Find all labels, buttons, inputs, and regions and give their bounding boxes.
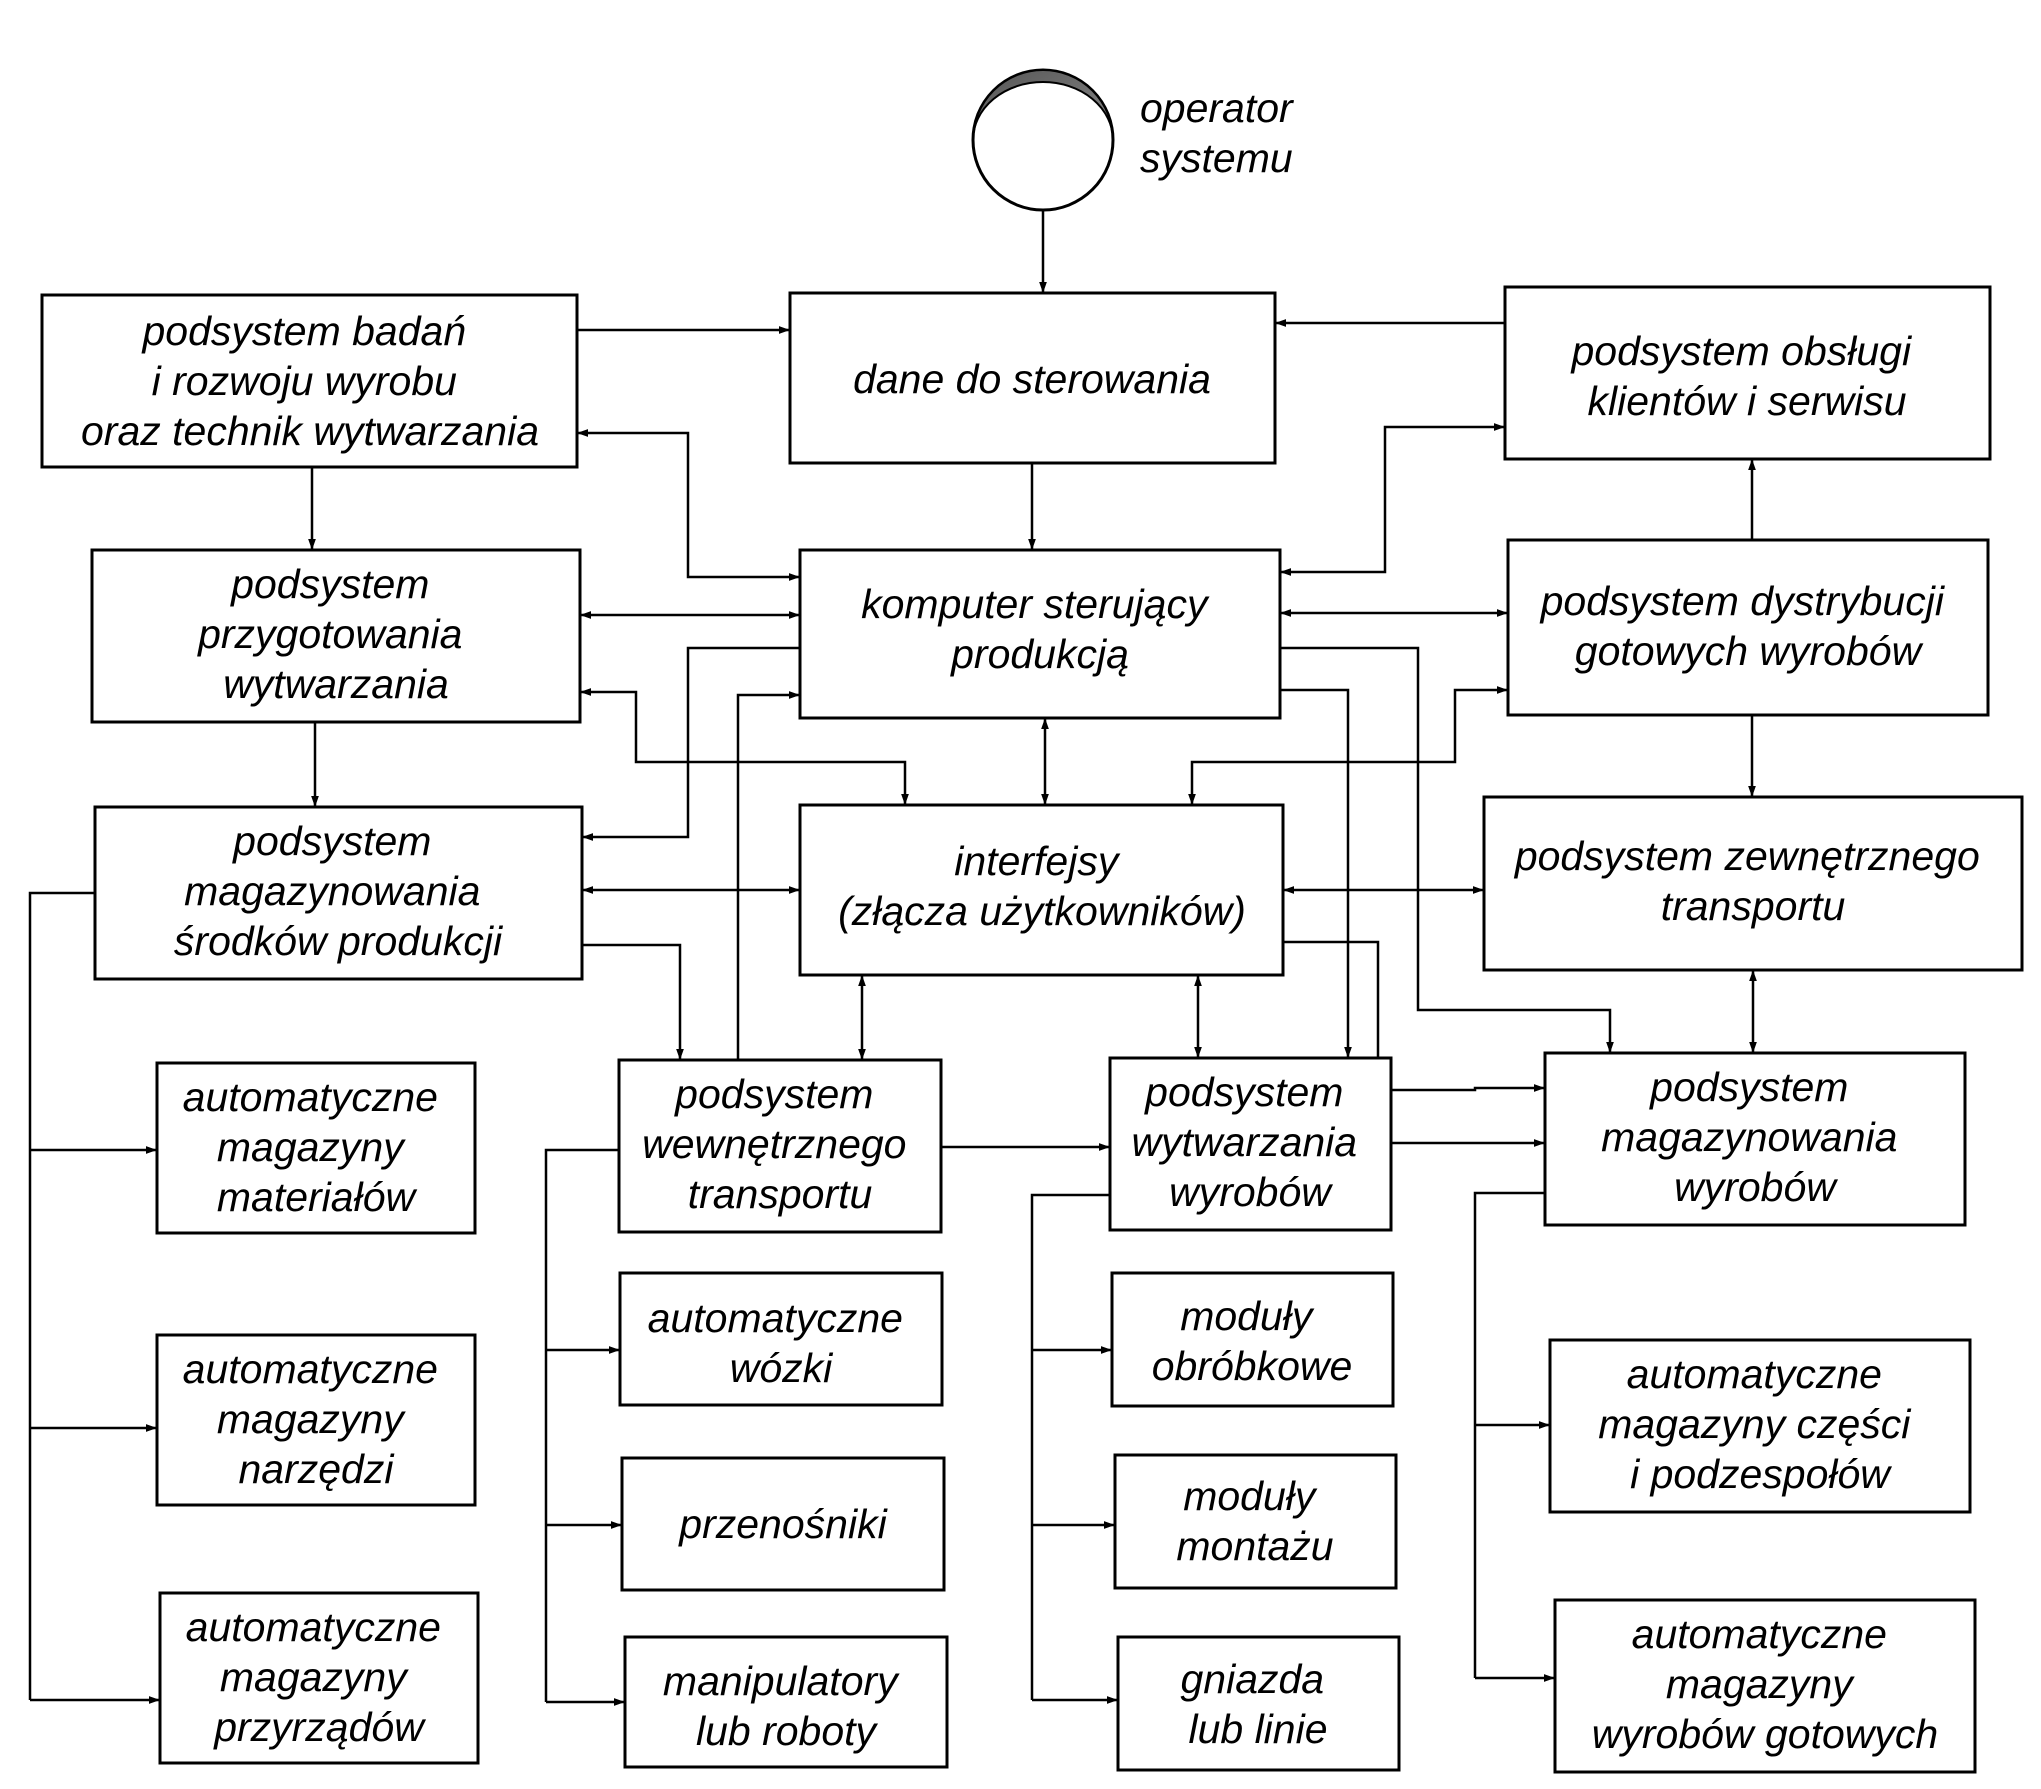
connector-arrow-29: [28, 891, 95, 1700]
box-zewnetrznego-transportu: podsystem zewnętrznego transportu: [1482, 795, 2024, 972]
operator-label: operator systemu: [1140, 85, 1304, 181]
connector-arrow-13: [1188, 686, 1508, 805]
box-badan-label: podsystem badań i rozwoju wyrobu oraz te…: [81, 308, 539, 454]
box-dystrybucji-label: podsystem dystrybucji gotowych wyrobów: [1539, 578, 1956, 674]
box-przygotowania: podsystem przygotowania wytwarzania: [90, 548, 582, 724]
box-wytwarzania-label: podsystem wytwarzania wyrobów: [1132, 1069, 1369, 1215]
connector-arrow-25: [1280, 646, 1614, 1053]
box-wytwarzania-wyrobow: podsystem wytwarzania wyrobów: [1108, 1056, 1393, 1232]
box-magazyny-czesci: automatyczne magazyny części i podzespoł…: [1548, 1338, 1972, 1514]
box-gniazda: gniazda lub linie: [1116, 1635, 1401, 1772]
box-dane-do-sterowania: dane do sterowania: [788, 291, 1277, 465]
connector-arrow-23: [736, 691, 800, 1060]
box-magazyn-wyrobow-label: podsystem magazynowania wyrobów: [1601, 1064, 1909, 1210]
box-mag-narzedzi-label: automatyczne magazyny narzędzi: [183, 1346, 450, 1492]
connector-arrow-22: [582, 943, 684, 1060]
connector-arrow-12: [580, 688, 909, 805]
box-magazynowania-srodkow: podsystem magazynowania środków produkcj…: [93, 805, 584, 981]
box-zewn-transport-label: podsystem zewnętrznego transportu: [1513, 833, 1991, 929]
box-moduly-montazu: moduły montażu: [1113, 1453, 1398, 1590]
box-przenosniki: przenośniki: [620, 1456, 946, 1592]
connector-arrow-6: [577, 429, 800, 581]
connector-arrow-37: [1030, 1193, 1110, 1700]
box-mag-przyrzadow-label: automatyczne magazyny przyrządów: [186, 1604, 453, 1750]
box-wozki-label: automatyczne wózki: [648, 1295, 915, 1391]
box-magazyny-przyrzadow: automatyczne magazyny przyrządów: [158, 1591, 480, 1765]
box-mag-czesci-label: automatyczne magazyny części i podzespoł…: [1598, 1351, 1922, 1497]
box-magazynowania-wyrobow: podsystem magazynowania wyrobów: [1543, 1051, 1967, 1227]
box-moduly-obrobkowe: moduły obróbkowe: [1110, 1271, 1395, 1408]
connector-arrow-7: [1280, 423, 1505, 576]
operator-head-icon: [971, 68, 1115, 212]
box-moduly-montazu-label: moduły montażu: [1176, 1473, 1333, 1569]
box-dystrybucji: podsystem dystrybucji gotowych wyrobów: [1506, 538, 1990, 717]
box-przygotowania-label: podsystem przygotowania wytwarzania: [196, 561, 474, 707]
box-magazyny-narzedzi: automatyczne magazyny narzędzi: [155, 1333, 477, 1507]
box-mag-materialow-label: automatyczne magazyny materiałów: [183, 1074, 450, 1220]
connector-arrow-41: [1473, 1191, 1545, 1678]
box-komputer-sterujacy: komputer sterujący produkcją: [798, 548, 1282, 720]
connectors: [28, 210, 1757, 1706]
box-interfejsy: interfejsy (złącza użytkowników): [798, 803, 1285, 977]
box-wewn-transport-label: podsystem wewnętrznego transportu: [642, 1071, 918, 1217]
box-badan: podsystem badań i rozwoju wyrobu oraz te…: [40, 293, 579, 469]
box-mag-gotowych-label: automatyczne magazyny wyrobów gotowych: [1592, 1611, 1938, 1757]
box-dane-label: dane do sterowania: [853, 356, 1211, 402]
box-manipulatory: manipulatory lub roboty: [623, 1635, 949, 1769]
connector-arrow-11: [582, 646, 800, 841]
box-przenosniki-label: przenośniki: [677, 1501, 888, 1547]
connector-arrow-24: [1280, 688, 1352, 1058]
box-magazyny-wyrobow-gotowych: automatyczne magazyny wyrobów gotowych: [1553, 1598, 1977, 1774]
box-gniazda-label: gniazda lub linie: [1180, 1656, 1335, 1752]
box-moduly-obrobkowe-label: moduły obróbkowe: [1152, 1293, 1353, 1389]
box-wewnetrznego-transportu: podsystem wewnętrznego transportu: [617, 1058, 943, 1234]
box-magazyny-materialow: automatyczne magazyny materiałów: [155, 1061, 477, 1235]
box-manipulatory-label: manipulatory lub roboty: [663, 1658, 909, 1754]
box-interfejsy-label: interfejsy (złącza użytkowników): [838, 838, 1246, 934]
box-obslugi-label: podsystem obsługi klientów i serwisu: [1570, 328, 1923, 424]
box-obslugi-klientow: podsystem obsługi klientów i serwisu: [1503, 285, 1992, 461]
box-magazyn-srodkow-label: podsystem magazynowania środków produkcj…: [174, 818, 504, 964]
box-komputer-label: komputer sterujący produkcją: [861, 581, 1219, 677]
connector-arrow-33: [544, 1148, 619, 1702]
connector-arrow-26: [1283, 940, 1545, 1092]
box-automatyczne-wozki: automatyczne wózki: [618, 1271, 944, 1407]
